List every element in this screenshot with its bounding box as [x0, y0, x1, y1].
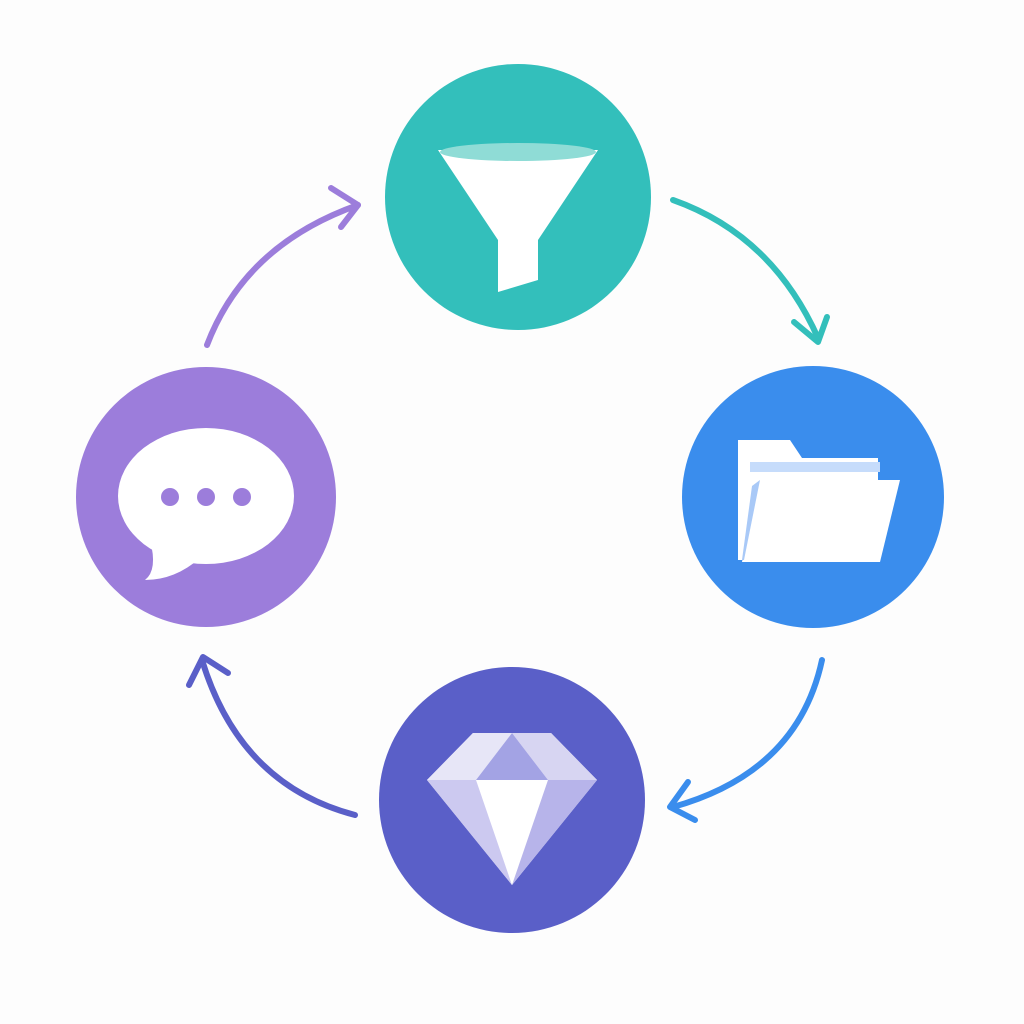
folder-icon [738, 440, 900, 562]
arrow-folder-to-diamond [667, 657, 825, 823]
diamond-icon [427, 733, 597, 885]
arrow-diamond-to-chat [186, 654, 358, 818]
node-chat [76, 367, 336, 627]
arrow-filter-to-folder [670, 197, 830, 345]
node-folder [682, 366, 944, 628]
node-filter [385, 64, 651, 330]
chat-bubble-icon [118, 428, 294, 580]
node-diamond [379, 667, 645, 933]
funnel-icon [438, 143, 598, 292]
arrow-chat-to-filter [204, 185, 361, 348]
